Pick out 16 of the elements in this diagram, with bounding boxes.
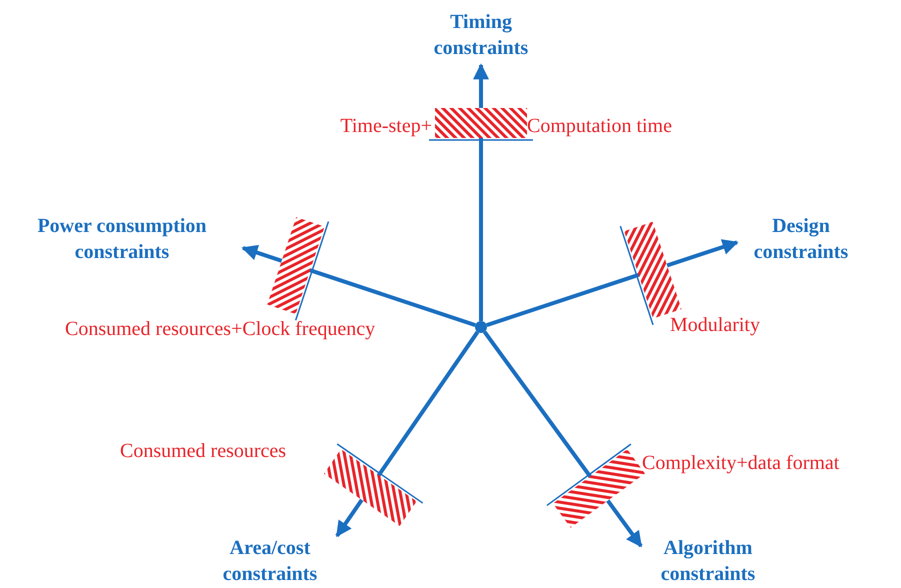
- factor-label: Complexity+data format: [642, 451, 840, 476]
- constraint-label: Timing constraints: [432, 10, 530, 61]
- factor-label: Computation time: [527, 114, 672, 139]
- constraint-label: Algorithm constraints: [660, 536, 756, 587]
- arrow: [473, 63, 489, 321]
- arrow: [482, 330, 643, 548]
- factor-label: Consumed resources: [120, 439, 286, 464]
- arrow: [241, 244, 476, 327]
- constraint-label: Area/cost constraints: [222, 536, 318, 587]
- factor-label: Time-step+: [340, 114, 432, 139]
- factor-label: Consumed resources+Clock frequency: [65, 317, 376, 342]
- constraint-label: Design constraints: [752, 214, 850, 265]
- constraint-label: Power consumption constraints: [36, 214, 208, 265]
- arrow: [486, 239, 739, 328]
- arrow: [335, 330, 480, 538]
- factor-label: Modularity: [670, 313, 760, 338]
